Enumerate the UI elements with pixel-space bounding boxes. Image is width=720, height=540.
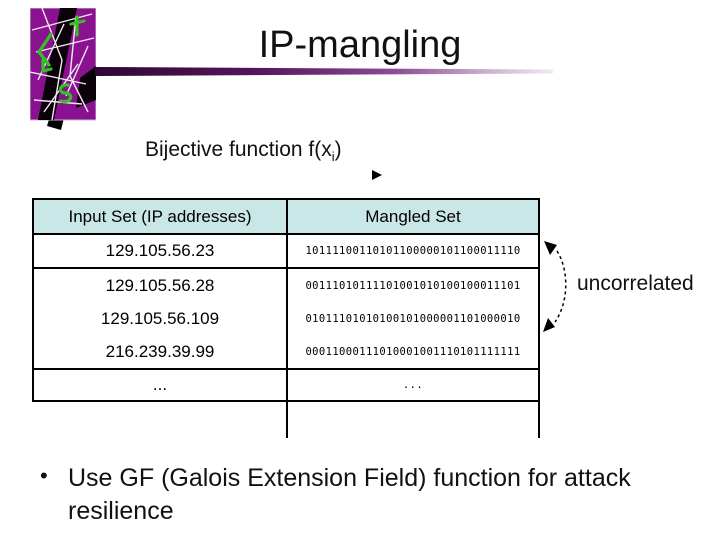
bullet-text: Use GF (Galois Extension Field) function…	[68, 464, 631, 525]
empty-cell	[33, 401, 288, 438]
bullet-item: • Use GF (Galois Extension Field) functi…	[40, 462, 700, 527]
subtitle-subscript: i	[331, 149, 335, 165]
ip-cell: ...	[32, 368, 288, 402]
mangled-cell: 00011000111010001001110101111111	[286, 335, 540, 369]
right-arrowhead-icon	[372, 170, 382, 180]
table-row: ... ...	[32, 368, 540, 402]
mangled-cell: 00111010111101001010100100011101	[286, 268, 540, 302]
page-title: IP-mangling	[258, 24, 462, 66]
uncorrelated-label: uncorrelated	[577, 272, 694, 295]
title-underline-bar	[95, 67, 553, 76]
ip-cell: 129.105.56.109	[32, 302, 288, 335]
table-header-row: Input Set (IP addresses) Mangled Set	[32, 198, 540, 235]
table-row: 216.239.39.99 00011000111010001001110101…	[32, 335, 540, 369]
mangled-cell: 01011101010100101000001101000010	[286, 302, 540, 335]
column-header-mangled-set: Mangled Set	[286, 198, 540, 235]
mapping-table: Input Set (IP addresses) Mangled Set 129…	[32, 198, 540, 438]
ip-cell: 129.105.56.23	[32, 234, 288, 269]
column-header-input-set: Input Set (IP addresses)	[32, 198, 288, 235]
subtitle-prefix: Bijective function f(x	[145, 138, 332, 161]
ip-cell: 216.239.39.99	[32, 335, 288, 369]
table-row	[33, 401, 540, 438]
bijective-function-label: Bijective function f(xi)	[145, 138, 342, 164]
logo-icon	[30, 8, 96, 130]
bullet-marker: •	[40, 463, 48, 488]
ip-cell: 129.105.56.28	[32, 268, 288, 302]
subtitle-suffix: )	[334, 138, 342, 161]
mangled-cell: 10111100110101100000101100011110	[286, 234, 540, 269]
table-row: 129.105.56.23 10111100110101100000101100…	[32, 234, 540, 269]
table-row: 129.105.56.109 0101110101010010100000110…	[32, 302, 540, 335]
uncorrelated-arrow-icon	[543, 241, 567, 332]
mangled-cell: ...	[286, 368, 540, 402]
table-row: 129.105.56.28 00111010111101001010100100…	[32, 268, 540, 302]
empty-cell	[286, 401, 540, 438]
